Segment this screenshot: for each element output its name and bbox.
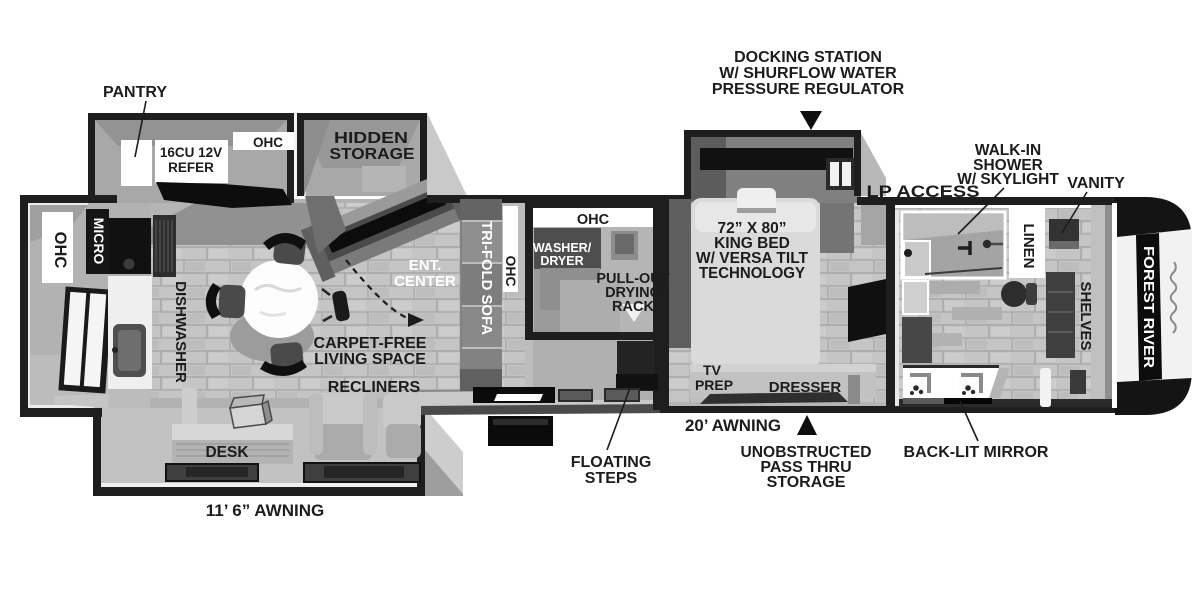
svg-text:LP ACCESS: LP ACCESS <box>867 183 980 201</box>
svg-text:DRYER: DRYER <box>540 254 583 268</box>
svg-text:PANTRY: PANTRY <box>103 84 167 101</box>
svg-text:OHC: OHC <box>577 212 610 228</box>
svg-text:11’ 6” AWNING: 11’ 6” AWNING <box>206 501 324 520</box>
svg-text:RECLINERS: RECLINERS <box>328 379 421 396</box>
svg-text:DOCKING STATION: DOCKING STATION <box>734 49 882 66</box>
svg-text:PASS THRU: PASS THRU <box>760 459 851 476</box>
svg-text:20’ AWNING: 20’ AWNING <box>685 416 781 435</box>
svg-text:OHC: OHC <box>253 135 283 150</box>
svg-text:CARPET-FREE: CARPET-FREE <box>314 335 427 352</box>
svg-text:RACK: RACK <box>612 299 654 315</box>
svg-text:W/ VERSA TILT: W/ VERSA TILT <box>696 250 809 267</box>
svg-text:TV: TV <box>703 362 722 378</box>
svg-text:72” X 80”: 72” X 80” <box>718 220 787 237</box>
svg-text:STEPS: STEPS <box>585 470 638 487</box>
svg-text:WALK-IN: WALK-IN <box>975 142 1041 159</box>
svg-text:HIDDEN: HIDDEN <box>334 130 408 147</box>
svg-text:LIVING SPACE: LIVING SPACE <box>314 351 426 368</box>
svg-text:TRI-FOLD SOFA: TRI-FOLD SOFA <box>478 221 494 336</box>
svg-text:FLOATING: FLOATING <box>571 454 652 471</box>
svg-text:FOREST RIVER: FOREST RIVER <box>1140 246 1157 368</box>
svg-text:W/ SKYLIGHT: W/ SKYLIGHT <box>957 171 1059 188</box>
svg-text:16CU 12V: 16CU 12V <box>160 145 222 160</box>
svg-text:OHC: OHC <box>503 255 519 286</box>
svg-text:SHELVES: SHELVES <box>1077 282 1094 351</box>
svg-text:BACK-LIT MIRROR: BACK-LIT MIRROR <box>904 444 1049 461</box>
svg-text:PREP: PREP <box>695 377 733 393</box>
svg-text:VANITY: VANITY <box>1067 175 1125 192</box>
svg-text:KING BED: KING BED <box>714 235 790 252</box>
svg-text:CENTER: CENTER <box>394 273 456 290</box>
svg-text:REFER: REFER <box>168 160 214 175</box>
svg-text:SHOWER: SHOWER <box>973 157 1043 174</box>
svg-text:STORAGE: STORAGE <box>767 474 846 491</box>
svg-text:WASHER/: WASHER/ <box>533 241 592 255</box>
svg-text:PRESSURE REGULATOR: PRESSURE REGULATOR <box>712 81 905 98</box>
svg-text:DRYING: DRYING <box>605 285 661 301</box>
svg-text:STORAGE: STORAGE <box>330 146 415 163</box>
svg-text:DESK: DESK <box>205 444 249 461</box>
svg-text:DRESSER: DRESSER <box>769 379 842 396</box>
svg-text:LINEN: LINEN <box>1020 224 1037 269</box>
svg-text:OHC: OHC <box>51 232 69 269</box>
svg-text:DISHWASHER: DISHWASHER <box>172 281 189 383</box>
svg-text:W/ SHURFLOW WATER: W/ SHURFLOW WATER <box>719 65 897 82</box>
svg-text:MICRO: MICRO <box>91 218 107 265</box>
svg-text:TECHNOLOGY: TECHNOLOGY <box>699 265 806 282</box>
svg-text:PULL-OUT: PULL-OUT <box>596 271 669 287</box>
svg-text:ENT.: ENT. <box>409 257 442 274</box>
svg-text:UNOBSTRUCTED: UNOBSTRUCTED <box>741 444 872 461</box>
